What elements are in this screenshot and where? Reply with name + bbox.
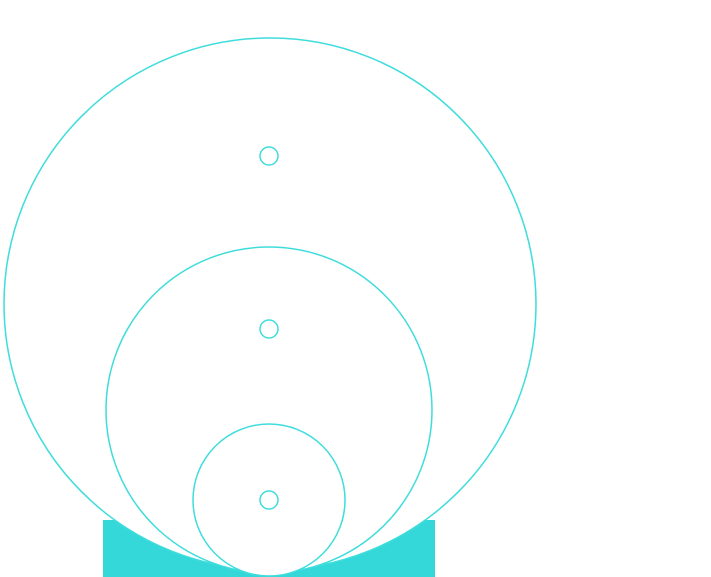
center-dot-bottom xyxy=(259,490,279,510)
center-dot-top xyxy=(259,146,279,166)
center-dot-middle xyxy=(259,319,279,339)
